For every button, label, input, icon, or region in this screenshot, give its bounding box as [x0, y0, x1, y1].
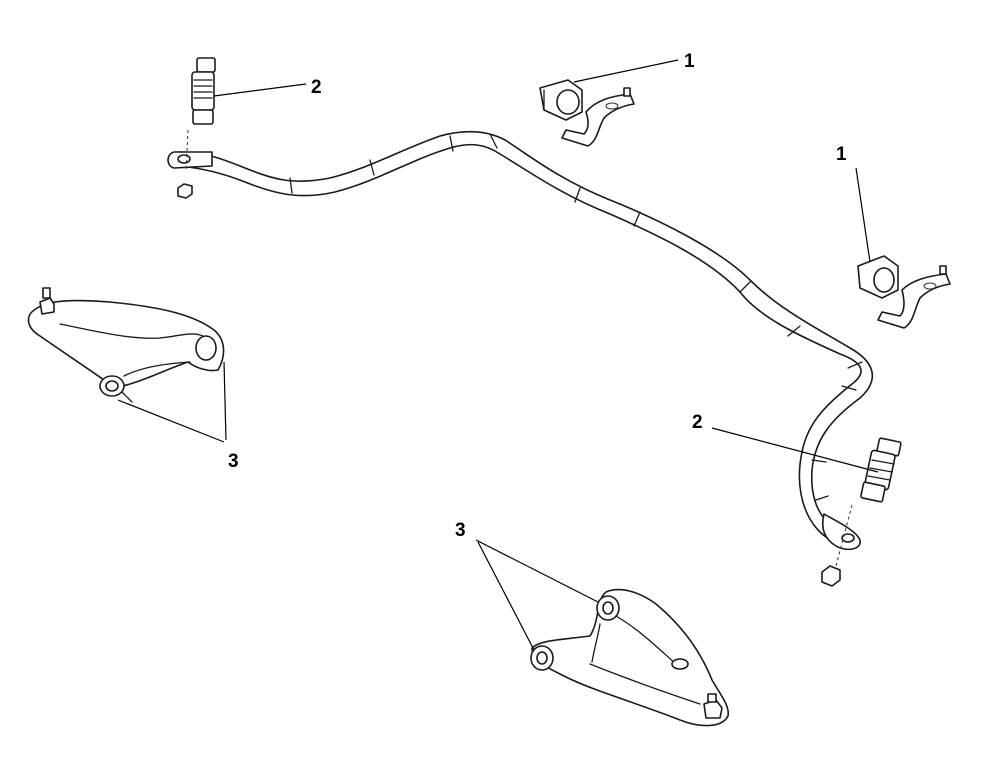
callout-link-left: 2 [311, 77, 322, 98]
callout-bushing-right: 1 [836, 144, 847, 165]
leader-lines [117, 59, 879, 651]
callout-link-right: 2 [692, 412, 703, 433]
drop-link-right [821, 437, 902, 587]
callout-arm-left: 3 [228, 451, 239, 472]
control-arm-bottom [530, 588, 730, 727]
drop-link-left [177, 57, 216, 199]
bushing-clamp-right [857, 255, 951, 329]
control-arm-left [27, 287, 225, 403]
callout-arm-bottom: 3 [455, 520, 466, 541]
callout-bushing-top: 1 [684, 51, 695, 72]
bushing-clamp-top [539, 79, 635, 147]
stabilizer-bar [167, 130, 874, 551]
